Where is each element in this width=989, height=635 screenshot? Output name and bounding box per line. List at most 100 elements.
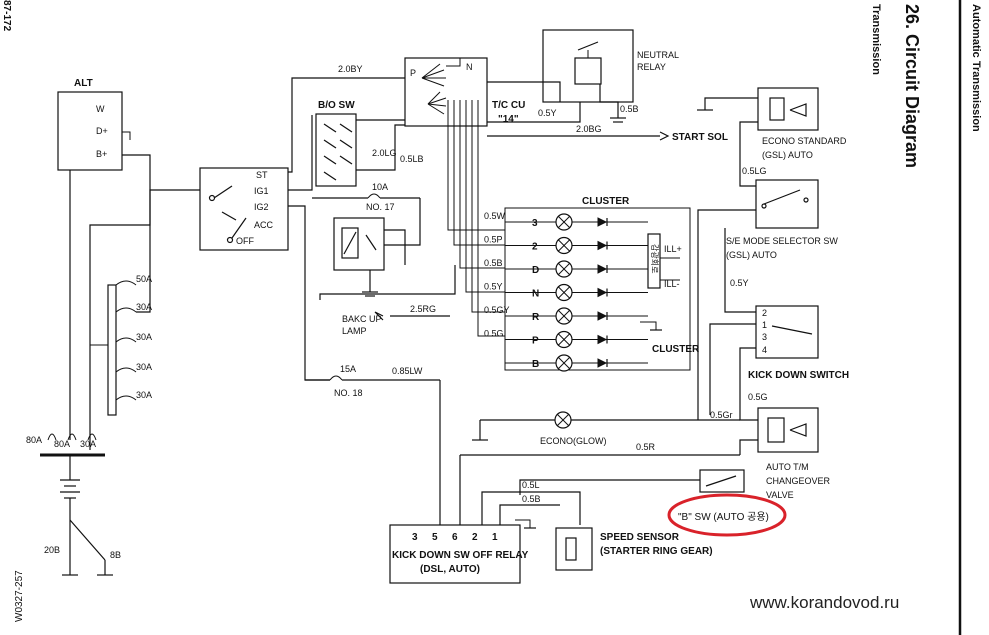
speed-sensor-l2: (STARTER RING GEAR): [600, 546, 713, 557]
fuse-block: [107, 284, 117, 416]
fuse-30a-4: 30A: [136, 390, 152, 400]
fuse-no17-label: NO. 17: [366, 202, 395, 212]
kdr-l2: (DSL, AUTO): [420, 564, 480, 575]
econo-standard-valve: [757, 87, 819, 131]
kds-pin-1: 1: [762, 320, 767, 330]
neutral-relay-l1: NEUTRAL: [637, 50, 679, 60]
watermark-link[interactable]: www.korandovod.ru: [750, 593, 900, 612]
cluster-bottom-label: CLUSTER: [652, 344, 700, 355]
wire-8b-label: 8B: [110, 550, 121, 560]
fuse-30a-2: 30A: [136, 332, 152, 342]
se-mode-l2: (GSL) AUTO: [726, 250, 777, 260]
backup-lamp-l1: BAKC UP: [342, 314, 382, 324]
tc-cu-box: [404, 57, 488, 127]
ill-minus: ILL-: [664, 279, 680, 289]
auto-tm-l3: VALVE: [766, 490, 794, 500]
fuse-30a-3: 30A: [136, 362, 152, 372]
fuse-30a-1: 30A: [136, 302, 152, 312]
econo-std-l1: ECONO STANDARD: [762, 136, 847, 146]
kick-down-switch: [755, 305, 819, 359]
wire-0-5r-label: 0.5R: [636, 442, 656, 452]
tc-cu-p: P: [410, 68, 416, 78]
bo-sw-box: [315, 113, 357, 187]
speed-sensor-l1: SPEED SENSOR: [600, 532, 680, 543]
kick-down-switch-title: KICK DOWN SWITCH: [748, 370, 849, 381]
b-sw-highlight: [667, 493, 787, 537]
cluster-row-label: B: [532, 359, 539, 370]
wire-2-0lg-label: 2.0LG: [372, 148, 397, 158]
tc-cu-num: "14": [498, 114, 519, 125]
wire-0-5lg-label: 0.5LG: [742, 166, 767, 176]
alt-b-label: B+: [96, 149, 107, 159]
ign-ig1: IG1: [254, 186, 269, 196]
wire-20b-label: 20B: [44, 545, 60, 555]
kdr-l1: KICK DOWN SW OFF RELAY: [392, 550, 529, 561]
page-subtitle: Transmission: [870, 4, 882, 75]
fuse-15a-label: 15A: [340, 364, 356, 374]
diode-icon: [597, 264, 608, 274]
wire-0-5y-top: 0.5Y: [538, 108, 557, 118]
neutral-relay-l2: RELAY: [637, 62, 666, 72]
page-ref: W0327-257: [14, 570, 25, 622]
diode-icon: [597, 334, 608, 345]
se-mode-l1: S/E MODE SELECTOR SW: [726, 236, 838, 246]
alt-title: ALT: [74, 78, 93, 89]
cluster-wire-label: 0.5Y: [484, 282, 503, 292]
b-sw-label: "B" SW (AUTO 공용): [678, 511, 769, 523]
cluster-row-label: N: [532, 289, 539, 300]
auto-tm-valve: [757, 407, 819, 453]
cluster-wire-label: 0.5GY: [484, 305, 510, 315]
wire-2-0by: [288, 77, 405, 173]
diode-icon: [597, 287, 608, 298]
diode-icon: [597, 240, 608, 251]
kds-pin-3: 3: [762, 332, 767, 342]
ign-off: OFF: [236, 236, 254, 246]
cluster-row-label: 2: [532, 242, 538, 253]
wire-2-5rg-label: 2.5RG: [410, 304, 436, 314]
cluster-row-label: 3: [532, 218, 538, 229]
cluster-top-label: CLUSTER: [582, 196, 630, 207]
auto-tm-l1: AUTO T/M: [766, 462, 809, 472]
page-title: 26. Circuit Diagram: [902, 4, 922, 169]
wire-0-5b-top: 0.5B: [620, 104, 639, 114]
diode-icon: [597, 311, 608, 321]
alt-w-label: W: [96, 104, 105, 114]
alt-d-label: D+: [96, 126, 108, 136]
ign-acc: ACC: [254, 220, 274, 230]
cluster-row-label: P: [532, 336, 539, 347]
diode-icon: [597, 217, 608, 227]
fuse-50a: 50A: [136, 274, 152, 284]
wire-2-0bg-label: 2.0BG: [576, 124, 602, 134]
tc-cu-n: N: [466, 62, 473, 72]
cluster-wire-label: 0.5G: [484, 329, 504, 339]
ill-plus: ILL+: [664, 244, 682, 254]
alt-box: [57, 91, 123, 171]
corner-ref: 87-172: [1, 0, 12, 32]
cluster-box: [504, 207, 691, 371]
kdr-pin-1: 1: [492, 532, 498, 543]
fuse-80a-a: 80A: [26, 435, 42, 445]
fuse-10a-label: 10A: [372, 182, 388, 192]
fuse-80a-b: 80A: [54, 439, 70, 449]
auto-tm-l2: CHANGEOVER: [766, 476, 831, 486]
cluster-wire-label: 0.5P: [484, 235, 503, 245]
wire-0-5l-label: 0.5L: [522, 480, 540, 490]
ignition-switch: [199, 167, 289, 251]
dimmer-box: [647, 233, 661, 289]
wire-0-5gr-label: 0.5Gr: [710, 410, 733, 420]
econo-glow-label: ECONO(GLOW): [540, 436, 607, 446]
kdr-pin-3: 3: [412, 532, 418, 543]
cluster-wire-label: 0.5W: [484, 211, 506, 221]
econo-std-l2: (GSL) AUTO: [762, 150, 813, 160]
fuse-15a: [329, 375, 343, 381]
kdr-pin-2: 2: [472, 532, 478, 543]
wire-0-5y-right: 0.5Y: [730, 278, 749, 288]
wire-0-5g-right: 0.5G: [748, 392, 768, 402]
fuse-no18-label: NO. 18: [334, 388, 363, 398]
cluster-row-label: R: [532, 312, 540, 323]
kick-down-sw-off-relay: [389, 524, 521, 584]
wire-2-0by-label: 2.0BY: [338, 64, 363, 74]
wire-0-5lb-label: 0.5LB: [400, 154, 424, 164]
